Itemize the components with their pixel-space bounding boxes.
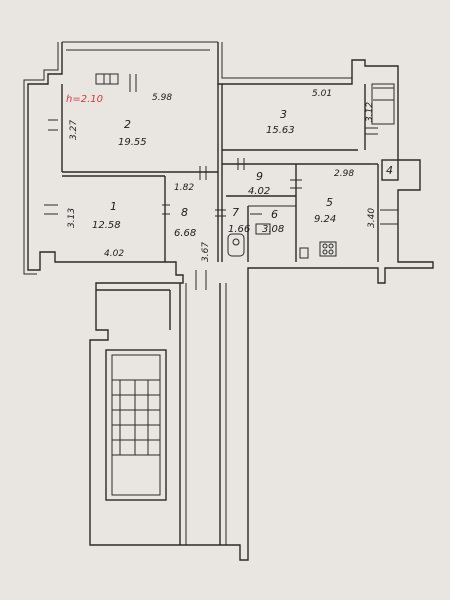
svg-text:1.82: 1.82: [174, 183, 194, 193]
svg-text:19.55: 19.55: [118, 137, 147, 148]
room-6: 6 3.08: [262, 208, 284, 235]
svg-text:3.27: 3.27: [69, 120, 79, 140]
room-5: 5 9.24: [314, 196, 336, 225]
svg-text:8: 8: [181, 206, 188, 219]
svg-text:12.58: 12.58: [92, 220, 121, 231]
svg-text:7: 7: [232, 206, 239, 219]
stair-core: [96, 283, 227, 545]
fixtures: [227, 223, 337, 259]
room-3: 3 15.63: [266, 108, 295, 136]
room-7: 7 1.66: [228, 206, 250, 235]
door-marks: [162, 158, 302, 290]
outer-walls: [23, 41, 434, 561]
svg-text:4.02: 4.02: [104, 249, 124, 259]
svg-text:3.12: 3.12: [365, 102, 375, 122]
svg-text:5.01: 5.01: [312, 89, 332, 99]
svg-text:4: 4: [386, 164, 393, 177]
svg-text:3.67: 3.67: [201, 242, 211, 262]
interior-walls: [61, 84, 399, 262]
svg-text:5: 5: [326, 196, 333, 209]
svg-text:2: 2: [124, 118, 131, 131]
sink-icon: [255, 223, 271, 235]
svg-text:1: 1: [110, 200, 117, 213]
svg-text:3.13: 3.13: [67, 208, 77, 228]
stove-icon: [319, 241, 337, 257]
room-2: 2 19.55: [118, 118, 147, 148]
svg-text:1.66: 1.66: [228, 224, 250, 235]
svg-text:4.02: 4.02: [248, 186, 270, 197]
svg-text:3: 3: [280, 108, 287, 121]
stair-steps: [112, 379, 160, 456]
svg-text:6: 6: [271, 208, 278, 221]
room-4: 4: [386, 164, 393, 177]
svg-text:9: 9: [256, 170, 263, 183]
svg-text:5.98: 5.98: [152, 93, 172, 103]
svg-text:2.98: 2.98: [334, 169, 354, 179]
svg-text:6.68: 6.68: [174, 228, 196, 239]
room-1: 1 12.58: [92, 200, 121, 231]
height-note: h=2.10: [66, 94, 103, 105]
svg-text:3.08: 3.08: [262, 224, 284, 235]
toilet-icon: [299, 247, 309, 259]
svg-text:3.40: 3.40: [367, 208, 377, 228]
room-9: 9 4.02: [248, 170, 270, 197]
svg-text:9.24: 9.24: [314, 214, 336, 225]
bathtub-icon: [227, 233, 245, 257]
svg-text:15.63: 15.63: [266, 125, 295, 136]
windows: [44, 73, 398, 225]
dimension-labels: 5.98 3.27 5.01 3.12 4.02 3.13 1.82 3.67 …: [67, 89, 377, 262]
room-8: 8 6.68: [174, 206, 196, 239]
